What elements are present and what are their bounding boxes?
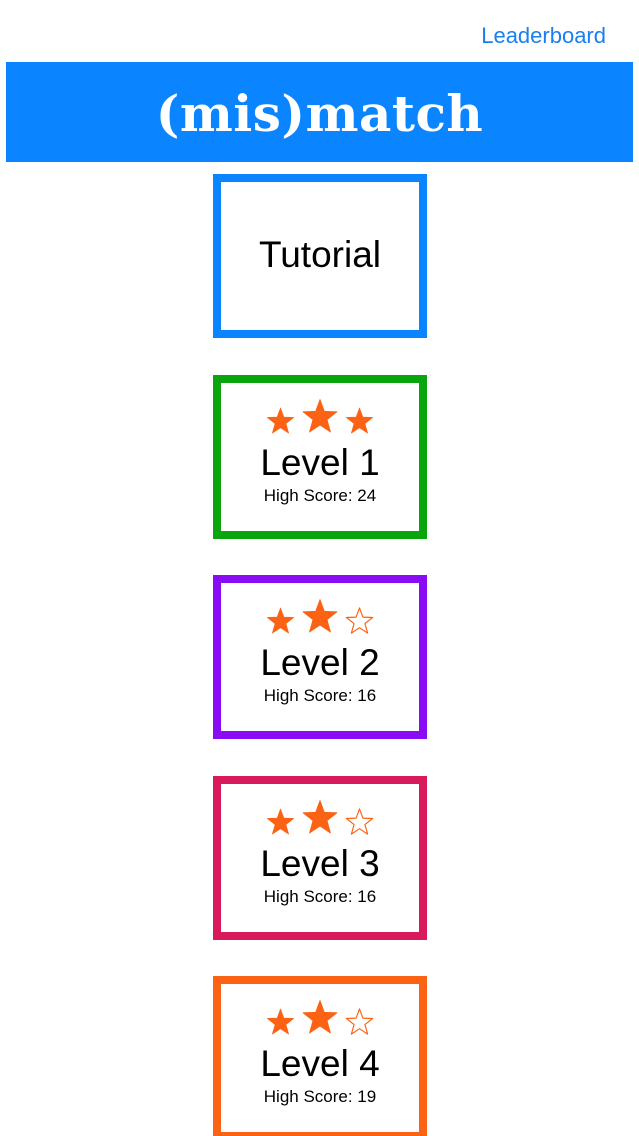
level-name: Level 1 xyxy=(260,442,380,483)
level-4-button[interactable]: Level 4 High Score: 19 xyxy=(213,976,427,1136)
star-filled-icon xyxy=(302,800,338,834)
star-outline-icon xyxy=(345,1008,374,1035)
star-outline-icon xyxy=(345,607,374,634)
level-1-button[interactable]: Level 1 High Score: 24 xyxy=(213,375,427,539)
star-filled-icon xyxy=(302,1000,338,1034)
level-name: Level 3 xyxy=(260,843,380,884)
level-name: Level 2 xyxy=(260,642,380,683)
title-banner: (mis)match xyxy=(6,62,633,162)
high-score-text: High Score: 19 xyxy=(263,1087,377,1106)
tutorial-label: Tutorial xyxy=(258,234,381,275)
star-rating xyxy=(221,595,419,637)
leaderboard-link[interactable]: Leaderboard xyxy=(481,23,606,48)
star-rating xyxy=(221,996,419,1038)
high-score-text: High Score: 24 xyxy=(263,486,377,505)
star-filled-icon xyxy=(302,599,338,633)
high-score-text: High Score: 16 xyxy=(263,887,377,906)
level-3-button[interactable]: Level 3 High Score: 16 xyxy=(213,776,427,940)
high-score-text: High Score: 16 xyxy=(263,686,377,705)
star-filled-icon xyxy=(346,407,373,434)
tutorial-button[interactable]: Tutorial xyxy=(213,174,427,338)
star-filled-icon xyxy=(302,399,338,433)
level-2-button[interactable]: Level 2 High Score: 16 xyxy=(213,575,427,739)
star-outline-icon xyxy=(345,808,374,835)
star-rating xyxy=(221,395,419,437)
level-name: Level 4 xyxy=(260,1043,380,1084)
star-filled-icon xyxy=(267,808,294,835)
star-filled-icon xyxy=(267,407,294,434)
star-rating xyxy=(221,796,419,838)
app-title: (mis)match xyxy=(155,84,484,143)
star-filled-icon xyxy=(267,607,294,634)
star-filled-icon xyxy=(267,1008,294,1035)
